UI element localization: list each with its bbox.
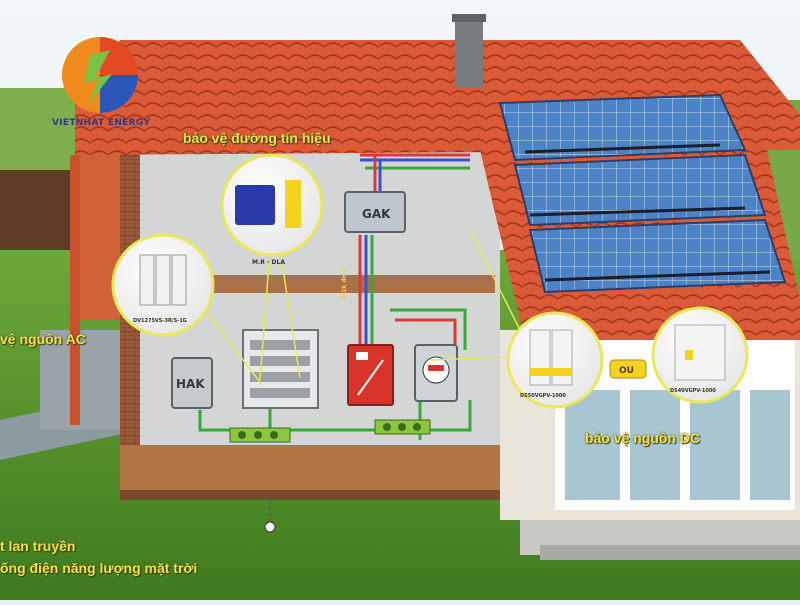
callout-dc-spd-2 (651, 306, 749, 404)
gak-box (344, 191, 406, 233)
label-bottom-line1: t lan truyền (0, 538, 76, 554)
distribution-board (242, 329, 319, 409)
mr-dla-label: M.R - DLA (252, 259, 285, 266)
label-dc-protection: bảo vệ nguồn DC (585, 430, 701, 446)
label-ac-protection: vệ nguồn AC (0, 331, 86, 347)
energy-meter (414, 344, 458, 402)
ou-badge (609, 359, 647, 379)
floor-upper (140, 275, 495, 293)
callout-ac-spd (111, 233, 215, 337)
inverter (347, 344, 394, 406)
brand-logo (62, 37, 138, 113)
dc-spd2-model: DS40VGPV-1000 (670, 388, 716, 394)
chimney (455, 18, 483, 88)
label-bottom-line2: ống điện năng lượng mặt trời (0, 560, 198, 576)
ac-spd-model: DV1275VS-3R/S-1G (133, 318, 187, 324)
dc-spd1-model: DS50VGPV-1000 (520, 393, 566, 399)
callout-dc-spd-1 (506, 311, 604, 409)
callout-signal-spd (220, 153, 324, 257)
label-signal-protection: bảo vệ đường tín hiệu (183, 130, 331, 146)
hak-label: HAK (176, 377, 205, 391)
brand-name: VIETNHAT ENERGY (52, 118, 151, 128)
ou-label: OU (619, 366, 634, 376)
ground-rod (264, 521, 276, 533)
floor-lower (120, 445, 500, 495)
solar-array (498, 93, 787, 294)
hak-box (171, 357, 213, 409)
gak-label: GAK (362, 207, 391, 221)
side-mark: # 1k dms (341, 268, 348, 300)
